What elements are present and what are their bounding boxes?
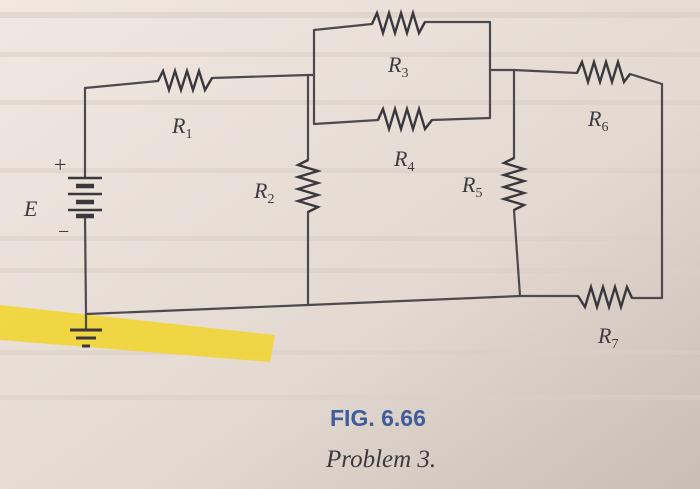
resistor-r3 xyxy=(370,8,427,38)
label-r7: R7 xyxy=(597,323,618,352)
figure-caption: FIG. 6.66 xyxy=(330,405,426,431)
label-r6: R6 xyxy=(587,106,608,135)
label-r3: R3 xyxy=(387,52,408,81)
resistor-r1 xyxy=(156,67,214,94)
label-r1: R1 xyxy=(171,113,192,142)
label-r2: R2 xyxy=(253,178,274,207)
bleed-through-text xyxy=(0,12,700,400)
resistor-r5 xyxy=(499,156,529,212)
plus-sign: + xyxy=(54,152,66,177)
label-r5: R5 xyxy=(461,172,482,201)
battery-symbol xyxy=(68,170,102,219)
resistor-r7 xyxy=(576,282,634,312)
resistor-r2 xyxy=(293,158,323,214)
ground-symbol xyxy=(70,328,102,348)
source-label: E xyxy=(23,196,38,221)
highlighter-mark xyxy=(0,305,275,362)
label-r4: R4 xyxy=(393,146,414,175)
minus-sign: − xyxy=(58,221,69,243)
resistor-r4 xyxy=(376,104,433,134)
problem-label: Problem 3. xyxy=(326,446,437,473)
circuit-wires xyxy=(83,20,664,332)
resistor-r6 xyxy=(575,57,631,87)
